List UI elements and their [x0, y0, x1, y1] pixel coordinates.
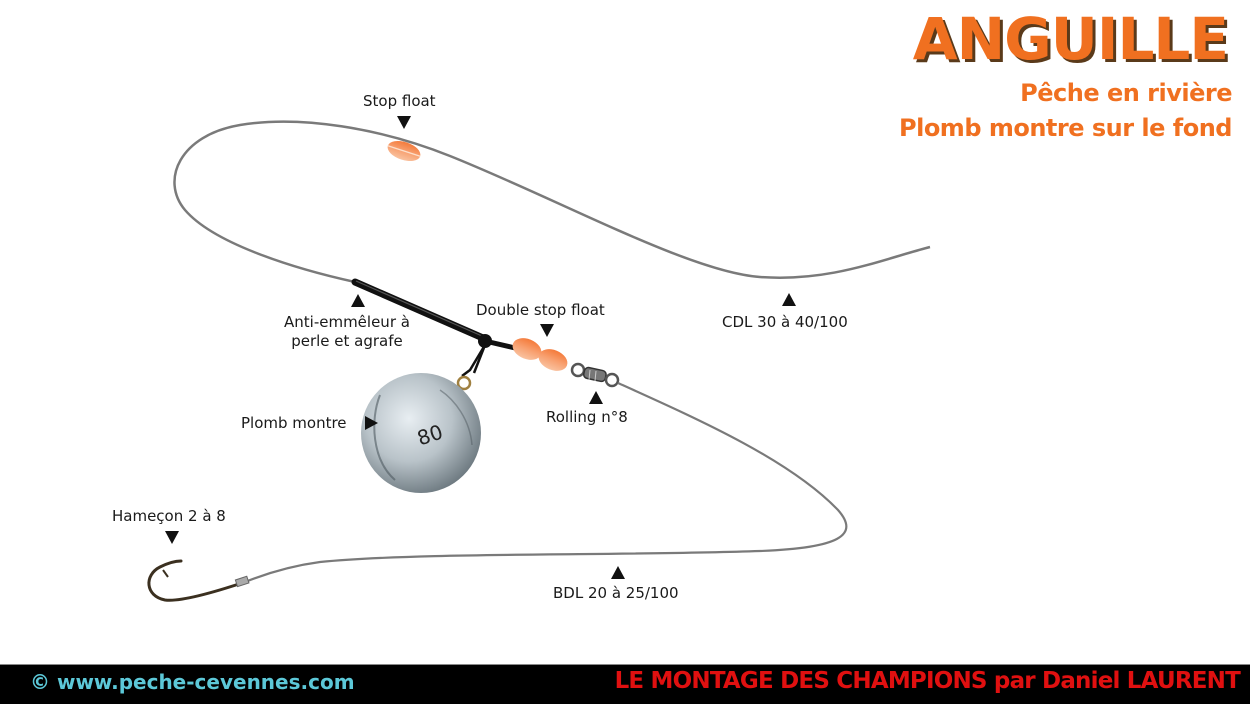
stop-float-bead [387, 140, 421, 162]
hook [147, 559, 250, 602]
boom-tail [484, 338, 516, 351]
arrow-up-icon [611, 566, 625, 579]
footer-website-link[interactable]: © www.peche-cevennes.com [30, 670, 355, 694]
boom-highlight [355, 280, 483, 337]
label-cdl: CDL 30 à 40/100 [722, 313, 848, 331]
snap-clip [456, 344, 487, 391]
arrow-up-icon [782, 293, 796, 306]
main-line-cdl [173, 120, 931, 284]
label-bdl: BDL 20 à 25/100 [553, 584, 679, 602]
label-anti-tangle: Anti-emmêleur à perle et agrafe [284, 313, 410, 351]
anti-tangle-boom [351, 278, 487, 342]
label-plomb-montre: Plomb montre [241, 414, 347, 432]
subtitle-technique: Pêche en rivière [1020, 79, 1232, 107]
double-stop-float-bead-2 [538, 349, 568, 371]
subtitle-method: Plomb montre sur le fond [899, 114, 1233, 142]
label-double-stop-float: Double stop float [476, 301, 605, 319]
label-hook: Hameçon 2 à 8 [112, 507, 226, 525]
hook-line-bdl [244, 381, 848, 584]
arrow-up-icon [589, 391, 603, 404]
arrow-down-icon [165, 531, 179, 544]
rolling-swivel [570, 362, 620, 388]
double-stop-float-bead-1 [512, 338, 542, 360]
arrow-up-icon [351, 294, 365, 307]
arrow-down-icon [540, 324, 554, 337]
arrow-down-icon [397, 116, 411, 129]
label-anti-tangle-line1: Anti-emmêleur à [284, 313, 410, 331]
rig-diagram: 80 [147, 120, 931, 602]
footer-bar: © www.peche-cevennes.com LE MONTAGE DES … [0, 664, 1250, 704]
plomb-montre-sinker: 80 [361, 373, 481, 493]
arrow-right-icon [365, 416, 378, 430]
label-rolling: Rolling n°8 [546, 408, 628, 426]
page-title: ANGUILLE [912, 5, 1229, 73]
footer-credit: LE MONTAGE DES CHAMPIONS par Daniel LAUR… [614, 668, 1241, 694]
label-stop-float: Stop float [363, 92, 436, 110]
label-anti-tangle-line2: perle et agrafe [291, 332, 403, 350]
